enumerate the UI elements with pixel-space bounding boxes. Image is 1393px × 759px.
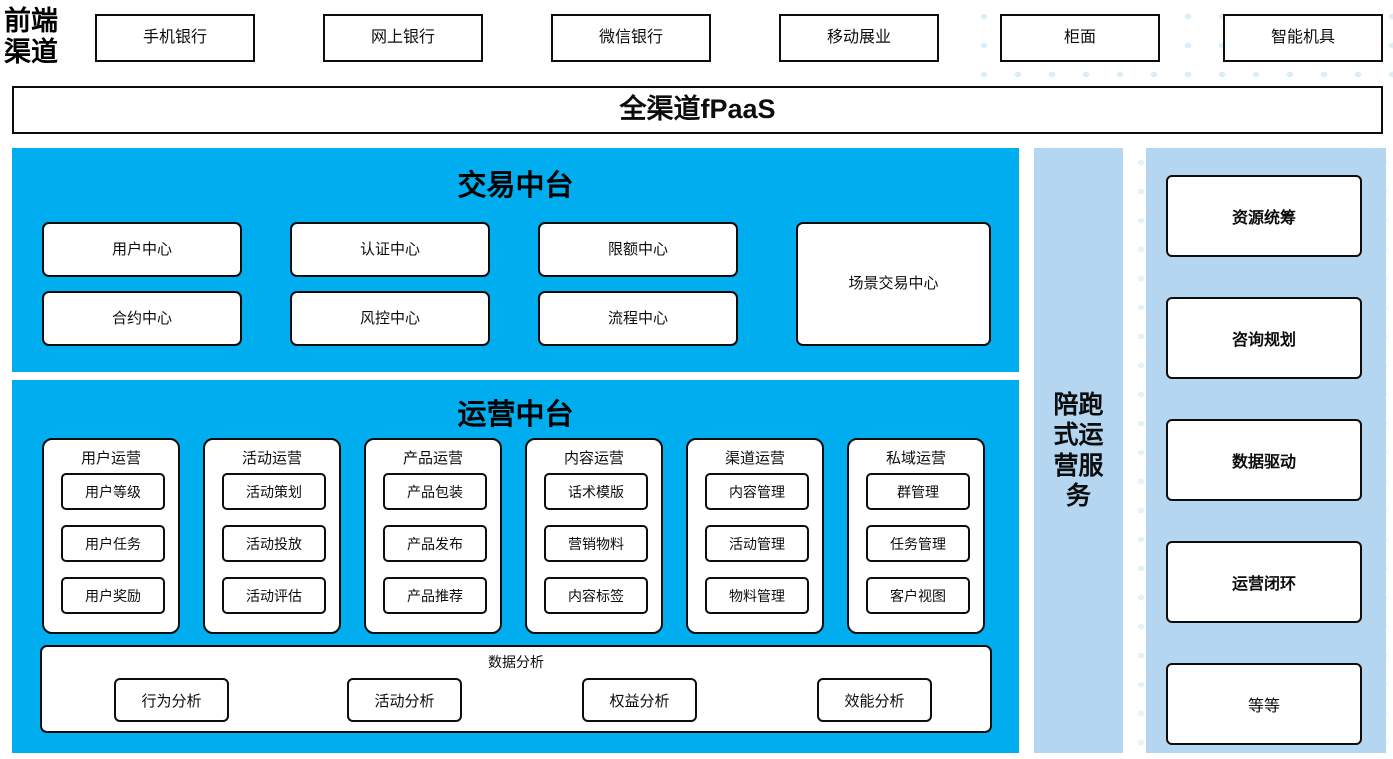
ops-item-product-packaging[interactable]: 产品包装	[383, 473, 487, 510]
ops-column-title-content: 内容运营	[563, 450, 624, 467]
ops-column-title-campaign: 活动运营	[241, 450, 302, 467]
ops-column-title-channel: 渠道运营	[724, 450, 785, 467]
capability-card-etc[interactable]: 等等	[1166, 663, 1362, 745]
ops-column-title-private-domain: 私域运营	[885, 450, 946, 467]
trade-item-process-center[interactable]: 流程中心	[538, 291, 738, 346]
channel-item-wechat-bank[interactable]: 微信银行	[551, 14, 711, 62]
ops-column-user: 用户运营 用户等级 用户任务 用户奖励	[42, 438, 180, 634]
channel-label-line-2: 渠道	[4, 37, 58, 67]
service-bar-label: 陪跑式运营服务	[1053, 390, 1104, 511]
ops-column-title-user: 用户运营	[80, 450, 141, 467]
channel-item-smart-machine[interactable]: 智能机具	[1223, 14, 1383, 62]
ops-item-task-management[interactable]: 任务管理	[866, 525, 970, 562]
ops-item-user-reward[interactable]: 用户奖励	[61, 577, 165, 614]
capability-card-consulting-planning[interactable]: 咨询规划	[1166, 297, 1362, 379]
data-analysis-title: 数据分析	[488, 654, 544, 670]
channel-label-line-1: 前端	[4, 5, 58, 36]
channel-item-mobile-field[interactable]: 移动展业	[779, 14, 939, 62]
channel-item-mobile-bank[interactable]: 手机银行	[95, 14, 255, 62]
front-end-channel-label: 前端 渠道	[4, 2, 84, 72]
ops-item-script-template[interactable]: 话术模版	[544, 473, 648, 510]
ops-item-customer-view[interactable]: 客户视图	[866, 577, 970, 614]
analysis-item-behavior[interactable]: 行为分析	[114, 678, 229, 722]
trade-platform-title: 交易中台	[457, 170, 574, 202]
channel-item-online-bank[interactable]: 网上银行	[323, 14, 483, 62]
ops-column-channel: 渠道运营 内容管理 活动管理 物料管理	[686, 438, 824, 634]
trade-item-risk-center[interactable]: 风控中心	[290, 291, 490, 346]
ops-item-user-task[interactable]: 用户任务	[61, 525, 165, 562]
ops-item-material-management[interactable]: 物料管理	[705, 577, 809, 614]
ops-item-product-release[interactable]: 产品发布	[383, 525, 487, 562]
ops-item-content-tag[interactable]: 内容标签	[544, 577, 648, 614]
analysis-item-campaign[interactable]: 活动分析	[347, 678, 462, 722]
ops-column-product: 产品运营 产品包装 产品发布 产品推荐	[364, 438, 502, 634]
fpaas-banner[interactable]: 全渠道fPaaS	[12, 86, 1383, 134]
ops-column-content: 内容运营 话术模版 营销物料 内容标签	[525, 438, 663, 634]
capability-panel: 资源统筹 咨询规划 数据驱动 运营闭环 等等	[1146, 148, 1386, 753]
ops-column-private-domain: 私域运营 群管理 任务管理 客户视图	[847, 438, 985, 634]
ops-item-content-management[interactable]: 内容管理	[705, 473, 809, 510]
analysis-item-benefits[interactable]: 权益分析	[582, 678, 697, 722]
capability-card-operation-closed-loop[interactable]: 运营闭环	[1166, 541, 1362, 623]
trade-item-scenario-trade-center[interactable]: 场景交易中心	[796, 222, 991, 346]
ops-item-campaign-eval[interactable]: 活动评估	[222, 577, 326, 614]
trade-platform-panel: 交易中台 用户中心 认证中心 限额中心 合约中心 风控中心 流程中心 场景交易中…	[12, 148, 1019, 372]
ops-platform-title: 运营中台	[457, 399, 574, 431]
ops-item-campaign-delivery[interactable]: 活动投放	[222, 525, 326, 562]
trade-item-contract-center[interactable]: 合约中心	[42, 291, 242, 346]
data-analysis-container: 数据分析 行为分析 活动分析 权益分析 效能分析	[40, 645, 992, 733]
ops-item-group-management[interactable]: 群管理	[866, 473, 970, 510]
accompanying-operation-service-bar: 陪跑式运营服务	[1034, 148, 1123, 753]
channel-item-counter[interactable]: 柜面	[1000, 14, 1160, 62]
ops-column-title-product: 产品运营	[402, 450, 463, 467]
trade-item-auth-center[interactable]: 认证中心	[290, 222, 490, 277]
capability-card-resource-coordination[interactable]: 资源统筹	[1166, 175, 1362, 257]
trade-item-user-center[interactable]: 用户中心	[42, 222, 242, 277]
ops-item-product-recommend[interactable]: 产品推荐	[383, 577, 487, 614]
analysis-item-efficiency[interactable]: 效能分析	[817, 678, 932, 722]
ops-item-campaign-planning[interactable]: 活动策划	[222, 473, 326, 510]
ops-item-campaign-management[interactable]: 活动管理	[705, 525, 809, 562]
trade-item-limit-center[interactable]: 限额中心	[538, 222, 738, 277]
ops-item-marketing-material[interactable]: 营销物料	[544, 525, 648, 562]
ops-column-campaign: 活动运营 活动策划 活动投放 活动评估	[203, 438, 341, 634]
ops-item-user-level[interactable]: 用户等级	[61, 473, 165, 510]
capability-card-data-driven[interactable]: 数据驱动	[1166, 419, 1362, 501]
